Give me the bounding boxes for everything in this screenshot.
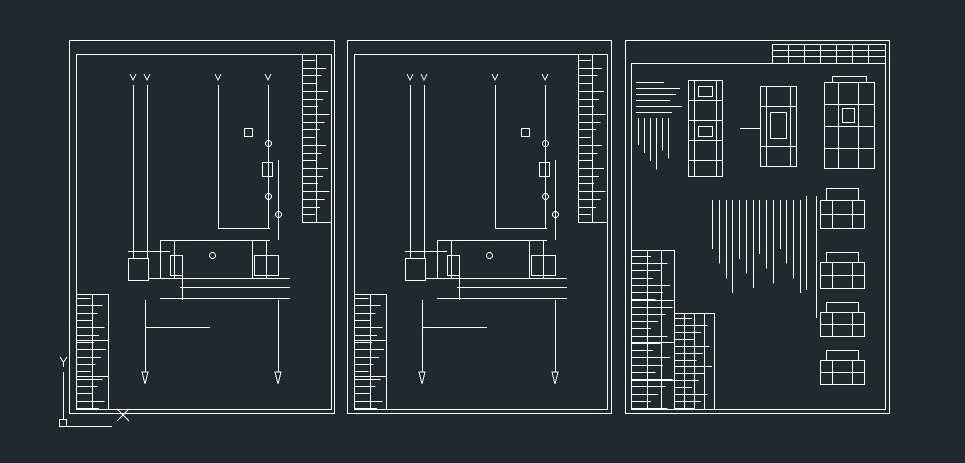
- ucs-x-label-icon: [116, 408, 130, 422]
- sheet-1-outer-frame: [69, 40, 335, 414]
- sheet-2-inner-frame: [354, 54, 608, 410]
- sheet-1-title-block: [76, 294, 109, 410]
- sheet-2-single-line-diagram: [405, 73, 567, 385]
- sheet-3-detail-drawing-5: [820, 252, 865, 289]
- sheet-3-detail-drawing-7: [820, 350, 865, 385]
- ucs-y-label-icon: [59, 356, 68, 367]
- sheet-3-left-notes-text: [636, 82, 682, 113]
- sheet-1-strip-rows: [302, 60, 330, 223]
- drawing-sheet-1[interactable]: [69, 40, 335, 414]
- ucs-origin-box: [59, 419, 67, 427]
- sheet-1-title-block-rows: [76, 298, 107, 409]
- sheet-1-inner-frame: [76, 54, 332, 410]
- sheet-3-top-revision-table: [772, 44, 886, 64]
- sheet-1-single-line-diagram: [128, 73, 290, 385]
- sheet-3-title-block-left: [631, 250, 675, 410]
- sheet-3-middle-notes: [712, 200, 801, 294]
- drawing-sheet-3[interactable]: [625, 40, 890, 414]
- sheet-3-detail-drawing-4: [820, 188, 865, 229]
- sheet-2-right-title-strip: [578, 54, 607, 223]
- sheet-3-detail-drawing-6: [820, 302, 865, 337]
- sheet-2-outer-frame: [347, 40, 612, 414]
- ucs-icon: [59, 356, 130, 427]
- sheet-3-equipment-table: [674, 313, 715, 410]
- sheet-3-title-block-left-rows: [631, 256, 673, 409]
- drawing-sheet-2[interactable]: [347, 40, 612, 414]
- sheet-3-inner-frame: [631, 63, 886, 410]
- sheet-3-detail-drawing-3: [824, 76, 875, 169]
- sheet-3-detail-labels: [806, 196, 817, 319]
- sheet-3-outer-frame: [625, 40, 890, 414]
- sheet-1-right-title-strip: [302, 54, 331, 223]
- sheet-3-detail-drawing-2: [740, 86, 797, 167]
- sheet-2-title-block-rows: [354, 298, 385, 409]
- sheet-3-equipment-table-rows: [674, 318, 712, 409]
- sheet-2-title-block: [354, 294, 387, 410]
- sheet-2-strip-rows: [578, 60, 606, 223]
- sheet-3-vertical-notes: [638, 118, 669, 170]
- sheet-3-detail-drawing-1: [688, 80, 723, 177]
